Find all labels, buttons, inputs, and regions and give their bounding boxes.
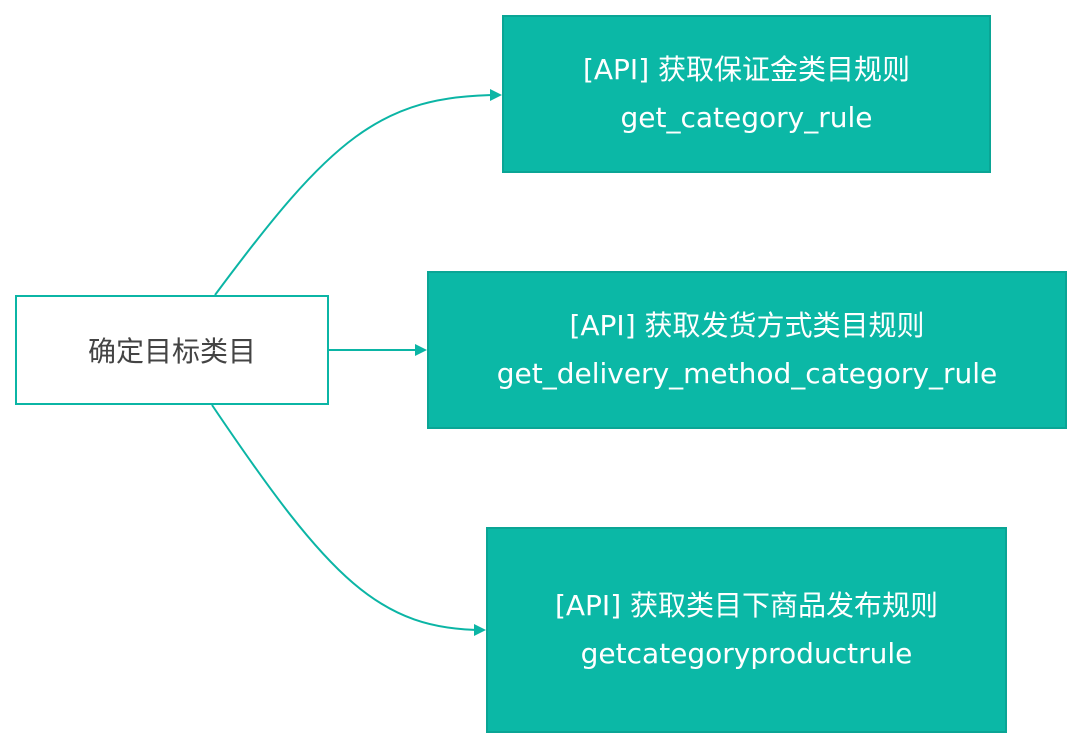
api-node-function-name: get_delivery_method_category_rule [496,357,998,390]
edge-to-guarantee-rule [214,89,502,296]
source-node-label: 确定目标类目 [87,335,256,368]
api-node-guarantee-category-rule[interactable]: [API] 获取保证金类目规则 get_category_rule [502,15,991,173]
api-node-title: [API] 获取发货方式类目规则 [569,309,925,342]
api-node-function-name: get_category_rule [620,101,873,134]
api-node-title: [API] 获取类目下商品发布规则 [554,589,939,622]
api-node-function-name: getcategoryproductrule [580,637,913,670]
api-node-category-product-publish-rule[interactable]: [API] 获取类目下商品发布规则 getcategoryproductrule [486,527,1007,733]
api-node-title: [API] 获取保证金类目规则 [582,53,911,86]
edge-to-product-rule [211,404,486,636]
source-node-determine-category[interactable]: 确定目标类目 [15,295,329,405]
api-node-delivery-method-category-rule[interactable]: [API] 获取发货方式类目规则 get_delivery_method_cat… [427,271,1067,429]
